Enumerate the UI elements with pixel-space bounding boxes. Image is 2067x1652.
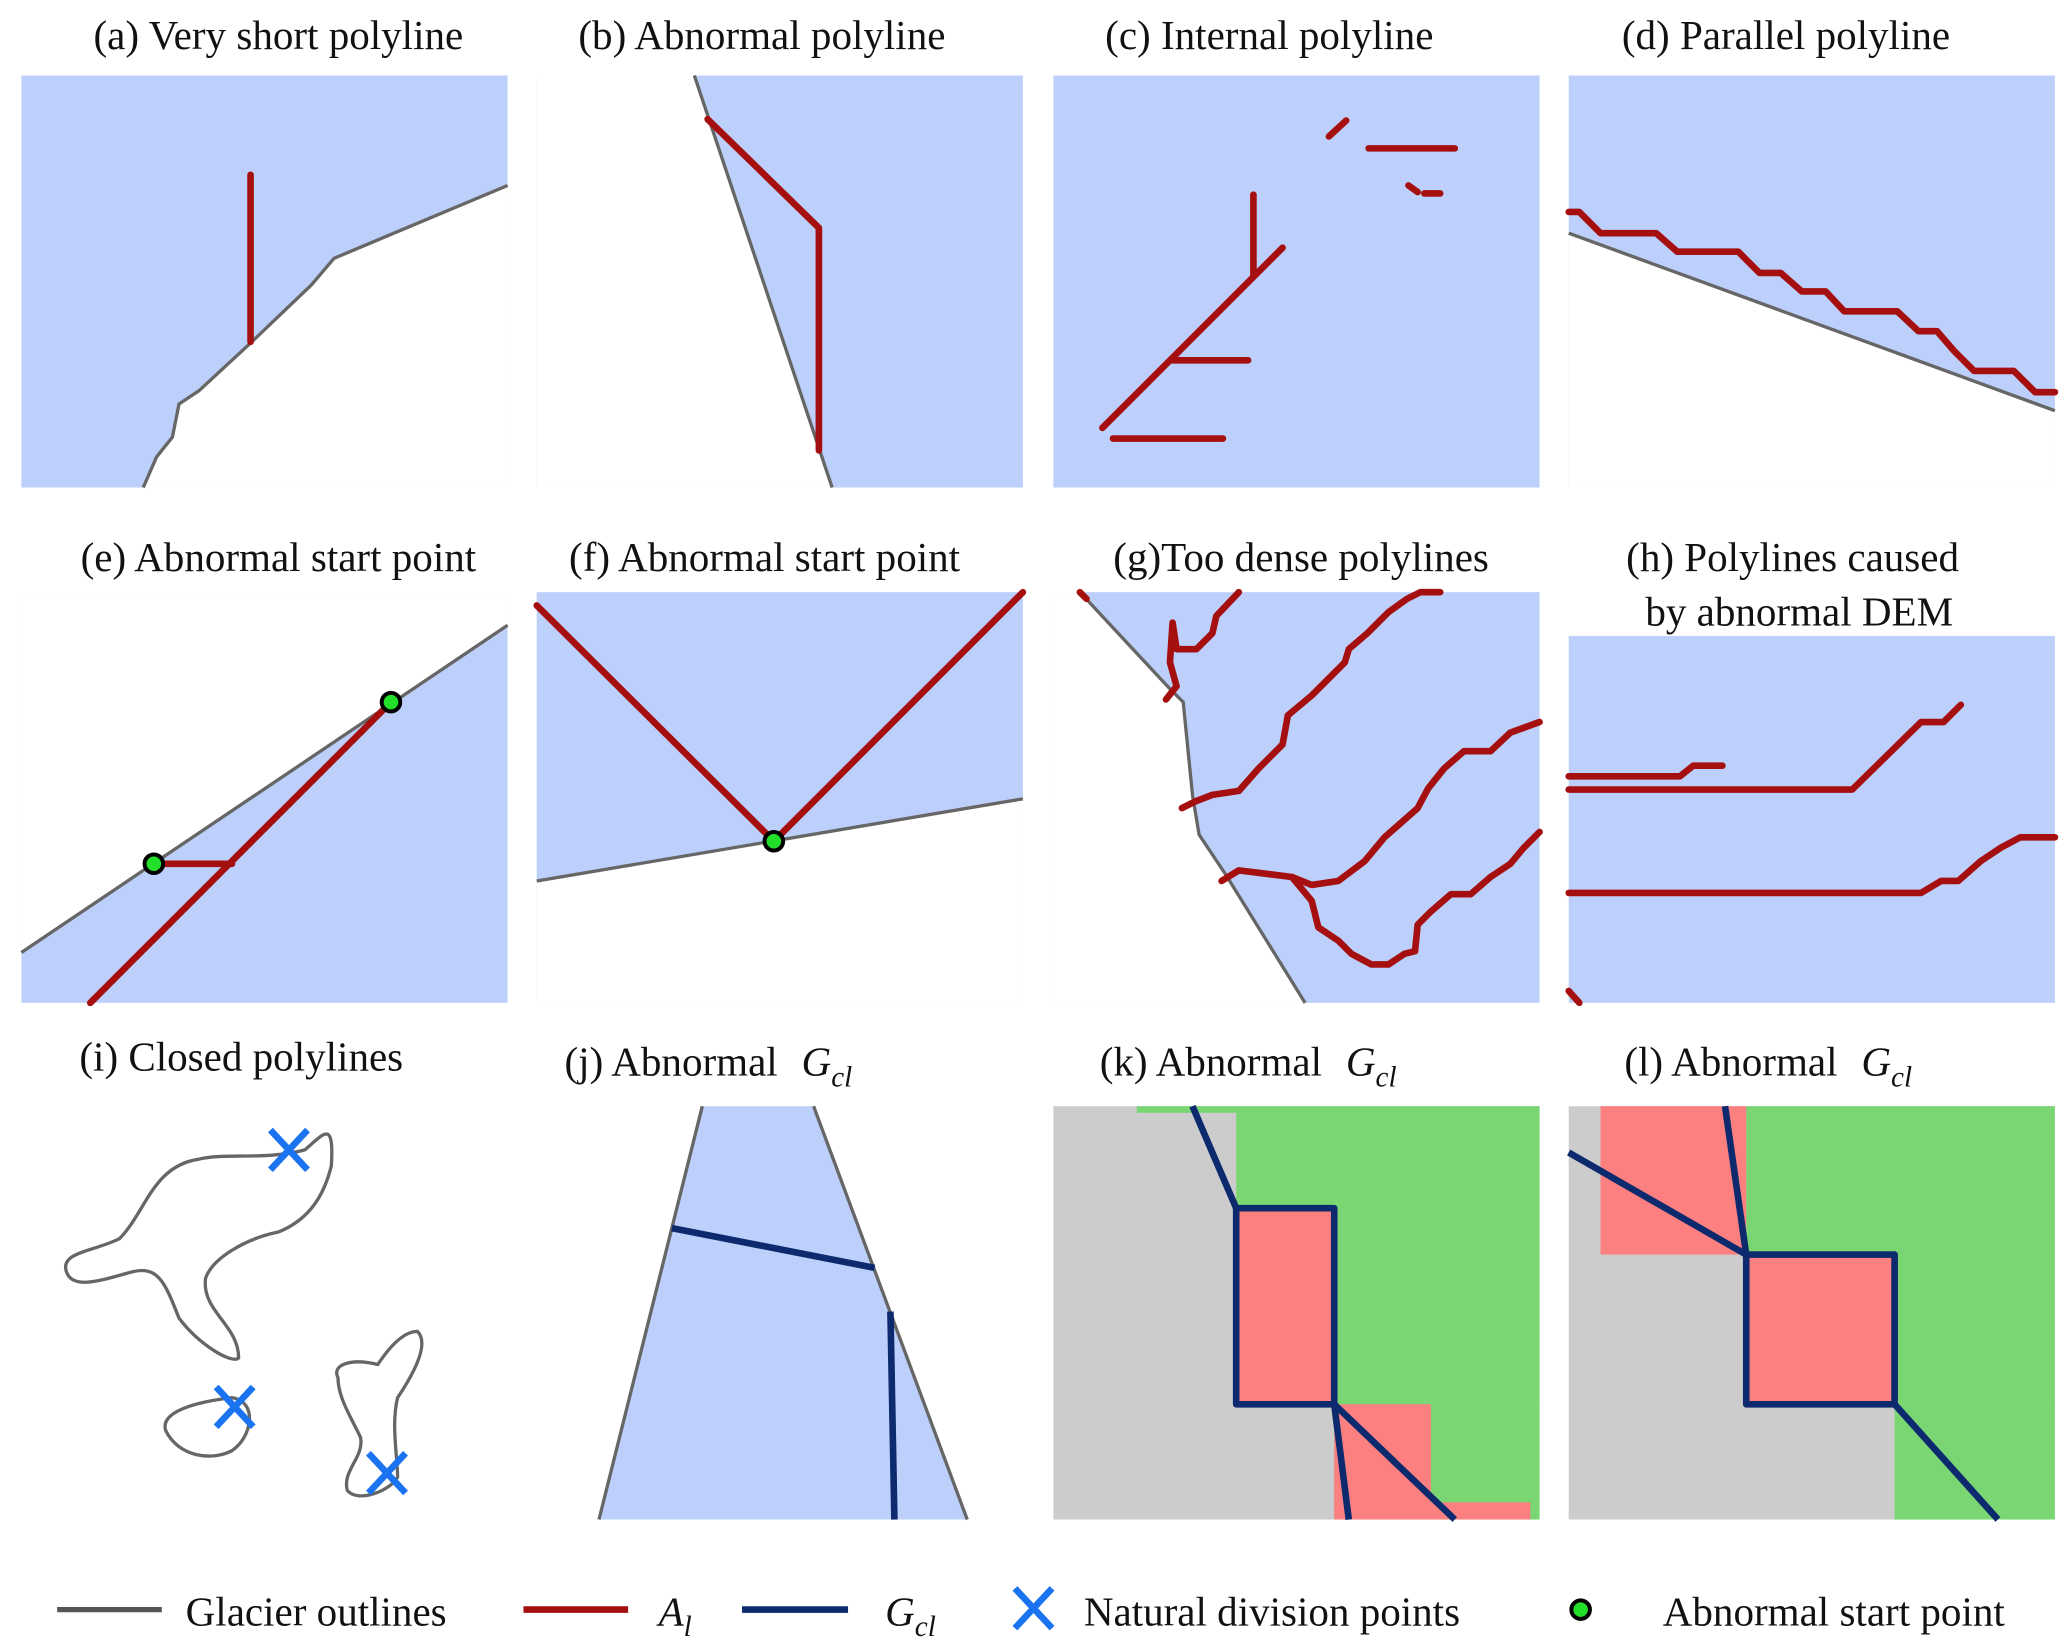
panel-k-title-text: (k) Abnormal [1100, 1039, 1322, 1085]
panel-f [533, 588, 1027, 1003]
legend: Glacier outlines Al Gcl Natural division… [57, 1586, 2006, 1644]
legend-gcl: Gcl [885, 1589, 936, 1644]
panel-h-title-line1: (h) Polylines caused [1626, 534, 1959, 580]
abnormal-start-point [762, 829, 786, 853]
panel-k-title: (k) Abnormal Gcl [1100, 1039, 1397, 1094]
abnormal-start-point [142, 852, 166, 876]
panel-j-title-symbol: G [802, 1039, 832, 1085]
legend-natural-division-points: Natural division points [1084, 1589, 1460, 1635]
non-glacier-area [536, 798, 1023, 1003]
glacier-outline [141, 183, 509, 489]
legend-gcl-symbol: G [885, 1589, 915, 1635]
natural-division-point-icon [1012, 1586, 1055, 1631]
panel-l [1567, 1105, 2055, 1522]
glacier-outline [692, 74, 834, 489]
panel-g [1053, 588, 1543, 1004]
panel-k-title-subscript: cl [1376, 1061, 1397, 1093]
panel-a [21, 75, 509, 489]
al-polylines [1076, 588, 1543, 968]
gcl-line [671, 1224, 876, 1272]
non-glacier-area [536, 75, 833, 488]
legend-abnormal-start-point: Abnormal start point [1663, 1589, 2006, 1635]
gcl-line [1721, 1105, 1750, 1256]
glacier-outline [20, 623, 509, 954]
glacier-outline [1078, 591, 1307, 1004]
abnormal-start-point-icon [1569, 1598, 1592, 1621]
panel-k-title-symbol: G [1346, 1039, 1376, 1085]
gcl-line [1892, 1402, 2001, 1522]
panel-b-title: (b) Abnormal polyline [578, 12, 945, 58]
glacier-area [1568, 635, 2055, 1003]
pink-cell [1430, 1502, 1531, 1520]
closed-polyline [63, 1132, 334, 1361]
natural-division-point-icon [213, 1384, 256, 1430]
non-glacier-area [1568, 233, 2055, 488]
gcl-line [1232, 1204, 1338, 1408]
glacier-area [1053, 75, 1540, 488]
green-cells [1136, 1106, 1237, 1113]
panel-f-title: (f) Abnormal start point [569, 534, 961, 580]
gcl-line [1330, 1403, 1353, 1520]
al-polylines [1565, 701, 2059, 1007]
gcl-line [1189, 1104, 1240, 1210]
panel-i [63, 1127, 424, 1498]
panel-h-title-line2: by abnormal DEM [1645, 588, 1953, 634]
legend-al: Al [656, 1589, 692, 1644]
panel-k [1053, 1104, 1540, 1522]
natural-division-point-icon [268, 1127, 310, 1173]
panel-d-title: (d) Parallel polyline [1622, 12, 1950, 58]
panel-g-title: (g)Too dense polylines [1113, 534, 1489, 580]
al-polylines [1099, 117, 1459, 442]
closed-polyline [335, 1329, 424, 1498]
gcl-line [1742, 1251, 1898, 1408]
panel-l-title-subscript: cl [1891, 1061, 1912, 1093]
panel-c [1053, 75, 1540, 488]
legend-glacier-outlines: Glacier outlines [186, 1589, 447, 1635]
panel-e [20, 592, 509, 1007]
green-cells [1894, 1404, 2055, 1520]
panel-i-title: (i) Closed polylines [79, 1033, 403, 1079]
panel-a-title: (a) Very short polyline [94, 12, 464, 58]
panel-d [1565, 75, 2059, 488]
panel-c-title: (c) Internal polyline [1105, 12, 1433, 58]
panel-h [1565, 635, 2059, 1007]
pink-cell [1746, 1254, 1895, 1405]
legend-gcl-subscript: cl [915, 1611, 936, 1643]
abnormal-start-point [379, 690, 403, 714]
legend-al-symbol: A [656, 1589, 685, 1635]
panel-b [536, 74, 1023, 489]
natural-division-point-icon [366, 1451, 408, 1496]
panel-e-title: (e) Abnormal start point [81, 534, 477, 580]
glacier-outline [1568, 231, 2056, 413]
panel-j [597, 1105, 969, 1521]
panel-j-title-subscript: cl [831, 1061, 852, 1093]
pink-cell [1236, 1208, 1335, 1405]
non-glacier-area [143, 185, 508, 488]
panel-j-title: (j) Abnormal Gcl [565, 1039, 853, 1094]
gcl-line [887, 1311, 898, 1520]
glacier-area [598, 1106, 968, 1520]
gcl-line [1567, 1149, 1748, 1258]
non-glacier-area [1053, 592, 1306, 1003]
gcl-line [1331, 1401, 1458, 1522]
panel-j-title-text: (j) Abnormal [565, 1039, 778, 1085]
al-polyline [1565, 208, 2059, 396]
panel-l-title-text: (l) Abnormal [1624, 1039, 1837, 1085]
panel-l-title: (l) Abnormal Gcl [1624, 1039, 1912, 1094]
panel-l-title-symbol: G [1861, 1039, 1891, 1085]
glacier-outline [597, 1105, 704, 1520]
pink-cell [1600, 1106, 1747, 1255]
al-polyline [704, 115, 823, 454]
legend-al-subscript: l [684, 1611, 692, 1643]
al-polyline [86, 698, 395, 1007]
